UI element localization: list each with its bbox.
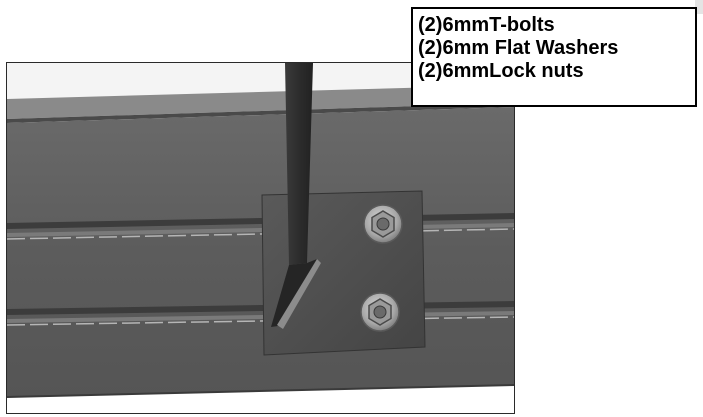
assembly-photo xyxy=(6,62,515,414)
lower-bolt-icon xyxy=(360,292,400,332)
parts-list-item: (2)6mmT-bolts xyxy=(418,14,555,36)
parts-list-callout: (2)6mmT-bolts (2)6mm Flat Washers (2)6mm… xyxy=(411,7,697,107)
parts-list-item: (2)6mmLock nuts xyxy=(418,60,584,82)
page-corner-mark xyxy=(695,0,703,14)
upper-bolt-icon xyxy=(363,204,403,244)
parts-list-item: (2)6mm Flat Washers xyxy=(418,37,619,59)
